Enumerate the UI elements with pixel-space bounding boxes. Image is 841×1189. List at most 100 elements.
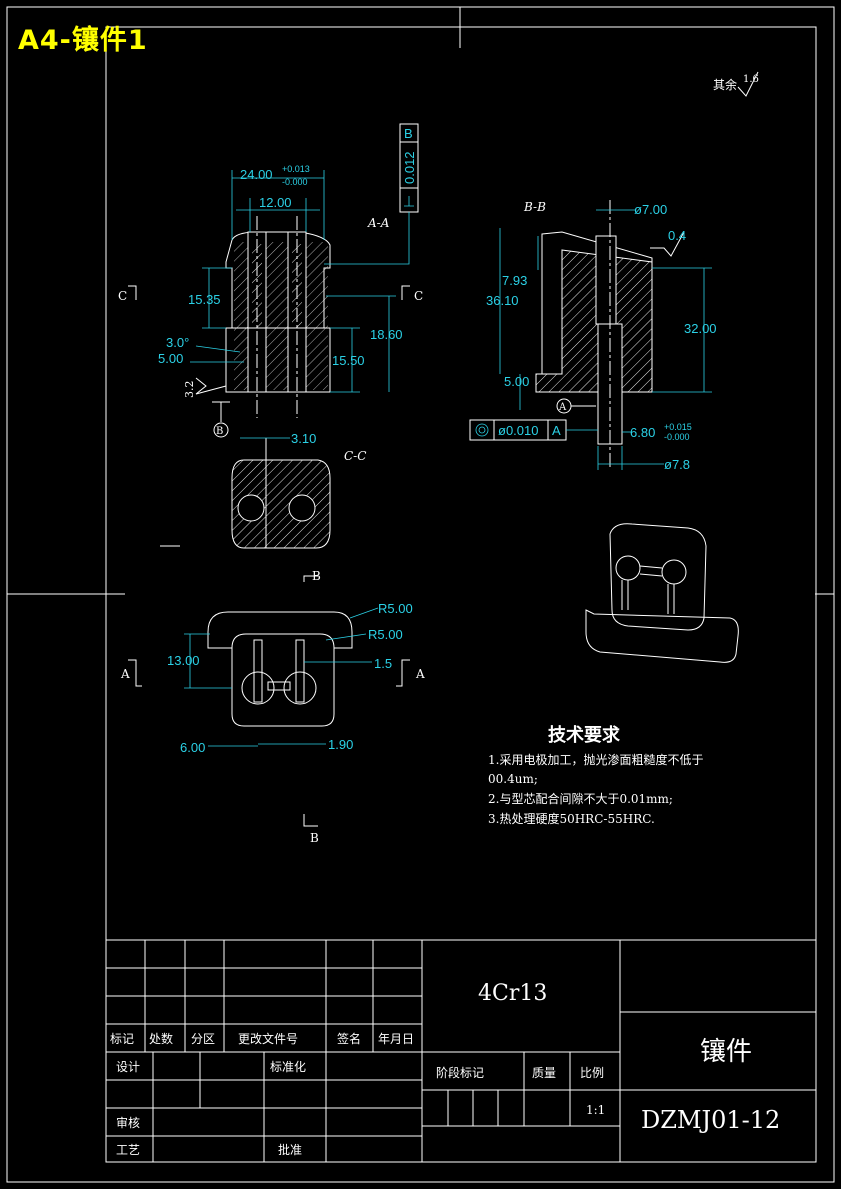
gtol-left-datum: B	[404, 126, 413, 141]
dim-1550-text: 15.50	[332, 353, 365, 368]
tb-material: 4Cr13	[478, 981, 547, 1006]
dim-190-text: 1.90	[328, 737, 353, 752]
cut-b-bottom-label: B	[310, 831, 319, 845]
tb-standard: 标准化	[270, 1060, 306, 1074]
a-a-body-outline	[225, 231, 331, 393]
cut-b-bottom-mark	[303, 814, 318, 827]
roughness-note: 其余 1.6	[713, 71, 759, 97]
tb-col-sign: 签名	[337, 1031, 361, 1046]
plan-slot-1	[253, 639, 263, 703]
tech-line-3: 3.热处理硬度50HRC-55HRC.	[488, 811, 655, 826]
cut-c-left-mark	[128, 285, 137, 300]
datum-a-letter: A	[558, 402, 567, 413]
dim-d7-text: ø7.00	[634, 202, 667, 217]
dim-24-text: 24.00	[240, 167, 273, 182]
view-b-b: B-B ø7.00 0.4 7.93 36.10 32.00 5.00 A ø0…	[469, 200, 717, 472]
tb-col-doc: 更改文件号	[238, 1031, 298, 1046]
iso-bridge-top	[639, 565, 663, 569]
iso-base	[585, 609, 739, 663]
tech-requirements: 技术要求 1.采用电极加工，抛光渗面粗糙度不低于 00.4um; 2.与型芯配合…	[488, 724, 703, 826]
dim-78-text: ø7.8	[664, 457, 690, 472]
c-c-hole-1	[237, 494, 265, 522]
iso-hole-1	[615, 555, 641, 581]
tech-line-1b: 00.4um;	[488, 772, 538, 786]
title-block-frame	[105, 939, 817, 1163]
tb-approve: 批准	[278, 1142, 302, 1157]
roughness-04-symbol	[650, 231, 685, 257]
tb-process: 工艺	[116, 1143, 140, 1157]
iso-body	[609, 523, 707, 631]
view-isometric	[585, 523, 739, 663]
dim-r5-1-text: R5.00	[378, 601, 413, 616]
outer-frame	[6, 6, 835, 1183]
title-block: 标记 处数 分区 更改文件号 签名 年月日 设计 标准化 审核 工艺 批准 4C…	[105, 939, 817, 1163]
dim-680-tol-dn: -0.000	[664, 432, 690, 442]
view-b-b-label: B-B	[523, 200, 546, 214]
plan-slot-2	[295, 639, 305, 703]
plan-hole-2	[283, 671, 317, 705]
view-c-c: C-C 3.10	[160, 431, 366, 549]
dim-leader-30deg	[195, 345, 241, 353]
plan-inner-arc	[231, 633, 335, 649]
dim-500-text: 5.00	[158, 351, 183, 366]
cut-b-top-mark	[303, 575, 318, 582]
tb-scale-label: 比例	[580, 1066, 604, 1080]
dim-24-tol-up: +0.013	[282, 164, 310, 174]
concentricity-icon	[475, 423, 489, 437]
plan-bridge	[267, 681, 291, 691]
plan-outline	[207, 611, 353, 727]
view-a-a: A-A 24.00 +0.013 -0.000 12.00 15.35 18.6…	[118, 123, 423, 438]
inner-frame	[105, 26, 817, 1163]
tb-col-date: 年月日	[378, 1032, 414, 1046]
dim-32-text: 32.00	[684, 321, 717, 336]
tb-design: 设计	[116, 1060, 140, 1074]
tb-scale-value: 1:1	[586, 1103, 605, 1117]
tb-mass: 质量	[532, 1066, 556, 1080]
dim-3610-text: 36.10	[486, 293, 519, 308]
cut-a-right-label: A	[415, 667, 425, 681]
dim-680-tol-up: +0.015	[664, 422, 692, 432]
dim-600-text: 6.00	[180, 740, 205, 755]
cut-a-left-mark	[128, 659, 142, 687]
cut-a-left-label: A	[120, 667, 130, 681]
b-b-pin-upper	[595, 235, 617, 325]
sheet-title: A4-镶件1	[18, 25, 148, 56]
roughness-note-value: 1.6	[743, 74, 759, 85]
cut-c-right-mark	[401, 285, 410, 300]
dim-680-text: 6.80	[630, 425, 655, 440]
dim-12-text: 12.00	[259, 195, 292, 210]
dim-793-text: 7.93	[502, 273, 527, 288]
gtol-right-value: ø0.010	[498, 423, 538, 438]
tech-line-1: 1.采用电极加工，抛光渗面粗糙度不低于	[488, 752, 703, 767]
roughness-32-symbol	[195, 377, 227, 395]
iso-bridge-bottom	[639, 573, 663, 577]
tech-line-2: 2.与型芯配合间隙不大于0.01mm;	[488, 791, 673, 806]
gtol-left-leader	[324, 212, 410, 265]
dim-leader-r5-1	[349, 607, 379, 619]
roughness-note-text: 其余	[713, 77, 737, 92]
plan-hole-1	[241, 671, 275, 705]
dim-24-tol-dn: -0.000	[282, 177, 308, 187]
tb-drawing-no: DZMJ01-12	[641, 1106, 780, 1134]
cut-c-right-label: C	[414, 289, 423, 303]
c-c-body	[231, 459, 331, 549]
dim-30deg-text: 3.0°	[166, 335, 189, 350]
roughness-symbol	[737, 71, 759, 97]
dim-leader-r5-2	[325, 633, 367, 641]
view-plan: R5.00 R5.00 13.00 1.5 6.00 1.90 A A B B	[120, 569, 425, 845]
view-a-a-label: A-A	[367, 216, 390, 230]
tb-stage: 阶段标记	[436, 1065, 484, 1080]
gtol-right-datum: A	[552, 423, 561, 438]
c-c-hole-2	[288, 494, 316, 522]
view-c-c-label: C-C	[344, 449, 366, 463]
concentricity-icon-inner	[478, 426, 486, 434]
dim-15-text: 1.5	[374, 656, 392, 671]
dim-1535-text: 15.35	[188, 292, 221, 307]
perpendicular-icon	[404, 196, 414, 207]
dim-04-text: 0.4	[668, 228, 686, 243]
dim-310-text: 3.10	[291, 431, 316, 446]
tb-col-mark: 标记	[110, 1032, 134, 1046]
dim-r5-2-text: R5.00	[368, 627, 403, 642]
tb-review: 审核	[116, 1115, 140, 1130]
